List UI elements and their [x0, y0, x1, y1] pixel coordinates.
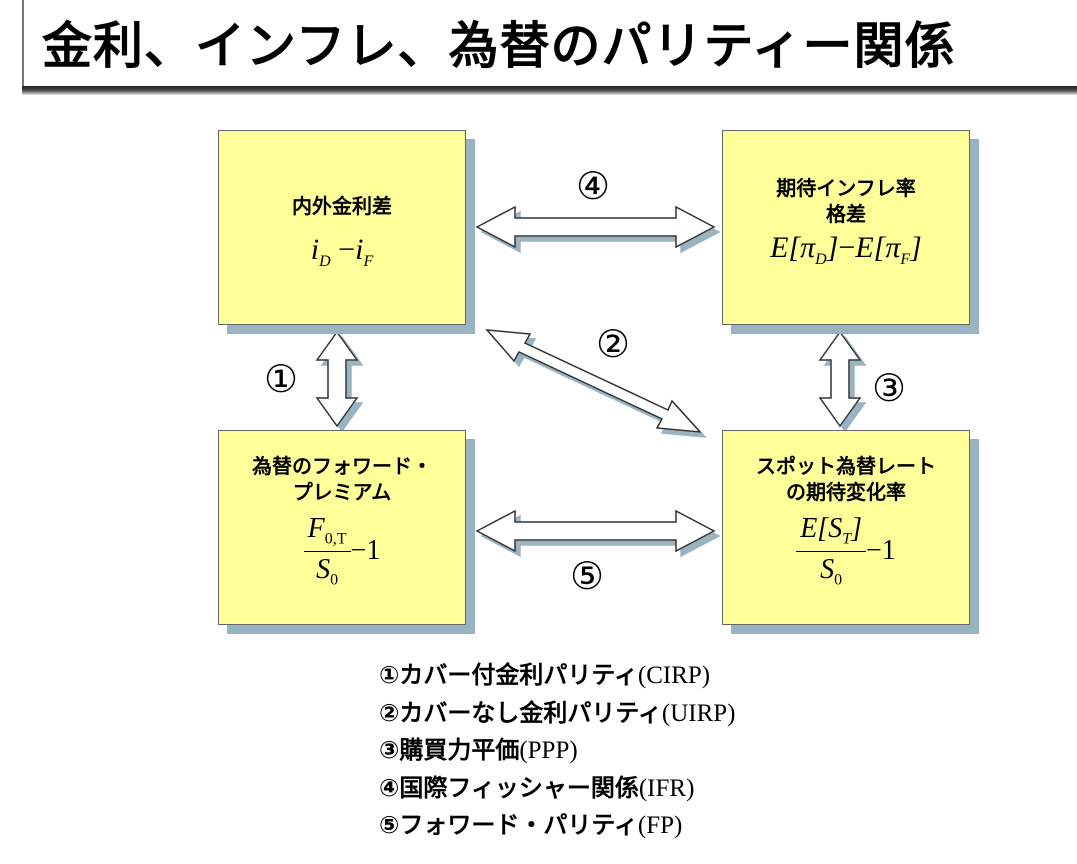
box-interest-differential: 内外金利差 iD −iF — [218, 130, 466, 325]
formula-spot-change: E[ST] S0 −1 — [723, 513, 969, 589]
arrow-label-2: ② — [596, 322, 631, 366]
box-inflation-differential: 期待インフレ率 格差 E[πD]−E[πF] — [722, 130, 970, 325]
formula-subscript: 0 — [834, 571, 843, 589]
fraction: F0,T S0 — [303, 513, 351, 589]
formula-symbol: π — [800, 231, 816, 264]
page-title: 金利、インフレ、為替のパリティー関係 — [42, 17, 956, 75]
formula-subscript: D — [815, 251, 827, 268]
legend-item-abbr: (UIRP) — [661, 699, 736, 727]
fraction: E[ST] S0 — [796, 513, 866, 589]
arrow-label-4: ④ — [576, 164, 611, 208]
legend-item: ①カバー付金利パリティ(CIRP) — [379, 657, 736, 695]
fraction-denominator: S — [820, 553, 835, 585]
title-bar: 金利、インフレ、為替のパリティー関係 — [22, 0, 1077, 92]
legend-item-abbr: (FP) — [637, 812, 683, 839]
formula-subscript: F — [900, 251, 911, 268]
arrow-1 — [315, 330, 359, 428]
box-label-line2: プレミアム — [292, 480, 392, 504]
legend-item: ④国際フィッシャー関係(IFR) — [379, 770, 736, 808]
legend-item-abbr: (CIRP) — [637, 662, 711, 689]
formula-subscript: 0,T — [324, 530, 347, 548]
legend-item: ③購買力平価(PPP) — [379, 732, 736, 770]
formula-symbol: E[ — [855, 231, 886, 264]
legend-item-label: ③購買力平価 — [379, 736, 520, 764]
formula-subscript: 0 — [330, 571, 339, 589]
formula-symbol: ] — [910, 231, 922, 264]
formula-forward-premium: F0,T S0 −1 — [219, 513, 465, 589]
formula-subscript: F — [363, 253, 374, 270]
legend-item-label: ④国際フィッシャー関係 — [379, 773, 639, 802]
box-label-line1: スポット為替レート — [756, 454, 936, 478]
box-label: 内外金利差 — [292, 194, 392, 218]
arrow-label-3: ③ — [872, 366, 907, 410]
arrow-4 — [475, 205, 716, 249]
formula-symbol: π — [885, 231, 901, 264]
formula-tail: −1 — [866, 535, 896, 567]
formula-symbol: ] — [826, 231, 839, 264]
arrow-label-5: ⑤ — [570, 554, 605, 598]
fraction-numerator: E[S — [800, 513, 843, 544]
box-label-line1: 為替のフォワード・ — [252, 454, 432, 478]
formula-tail: −1 — [350, 535, 381, 567]
legend-item-abbr: (PPP) — [519, 737, 578, 764]
legend-item-label: ②カバーなし金利パリティ — [379, 698, 662, 727]
formula-subscript: T — [842, 530, 852, 548]
arrow-2 — [485, 329, 702, 433]
legend-item: ⑤フォワード・パリティ(FP) — [379, 807, 736, 845]
formula-interest-differential: iD −iF — [219, 233, 465, 271]
box-label-line1: 期待インフレ率 — [776, 176, 916, 200]
arrow-5 — [475, 509, 716, 553]
formula-operator: − — [838, 231, 856, 264]
arrow-3 — [818, 330, 862, 428]
formula-subscript: D — [319, 253, 331, 270]
legend-item-label: ⑤フォワード・パリティ — [379, 811, 638, 839]
box-spot-change: スポット為替レート の期待変化率 E[ST] S0 −1 — [722, 430, 970, 625]
formula-symbol: E[ — [770, 231, 801, 264]
formula-inflation-differential: E[πD]−E[πF] — [723, 231, 969, 269]
legend-item-abbr: (IFR) — [638, 774, 695, 802]
box-label-line2: 格差 — [826, 202, 866, 226]
formula-operator: − — [338, 233, 356, 266]
legend: ①カバー付金利パリティ(CIRP) ②カバーなし金利パリティ(UIRP) ③購買… — [379, 657, 736, 845]
fraction-denominator: S — [316, 553, 331, 585]
legend-item-label: ①カバー付金利パリティ — [379, 661, 638, 689]
legend-item: ②カバーなし金利パリティ(UIRP) — [379, 695, 736, 733]
formula-symbol: ] — [851, 513, 862, 544]
box-label-line2: の期待変化率 — [786, 480, 906, 504]
formula-symbol: i — [355, 233, 364, 266]
box-forward-premium: 為替のフォワード・ プレミアム F0,T S0 −1 — [218, 430, 466, 625]
arrow-label-1: ① — [264, 357, 299, 401]
fraction-numerator: F — [307, 513, 325, 544]
title-underline — [22, 86, 1077, 95]
formula-symbol: i — [310, 233, 320, 266]
